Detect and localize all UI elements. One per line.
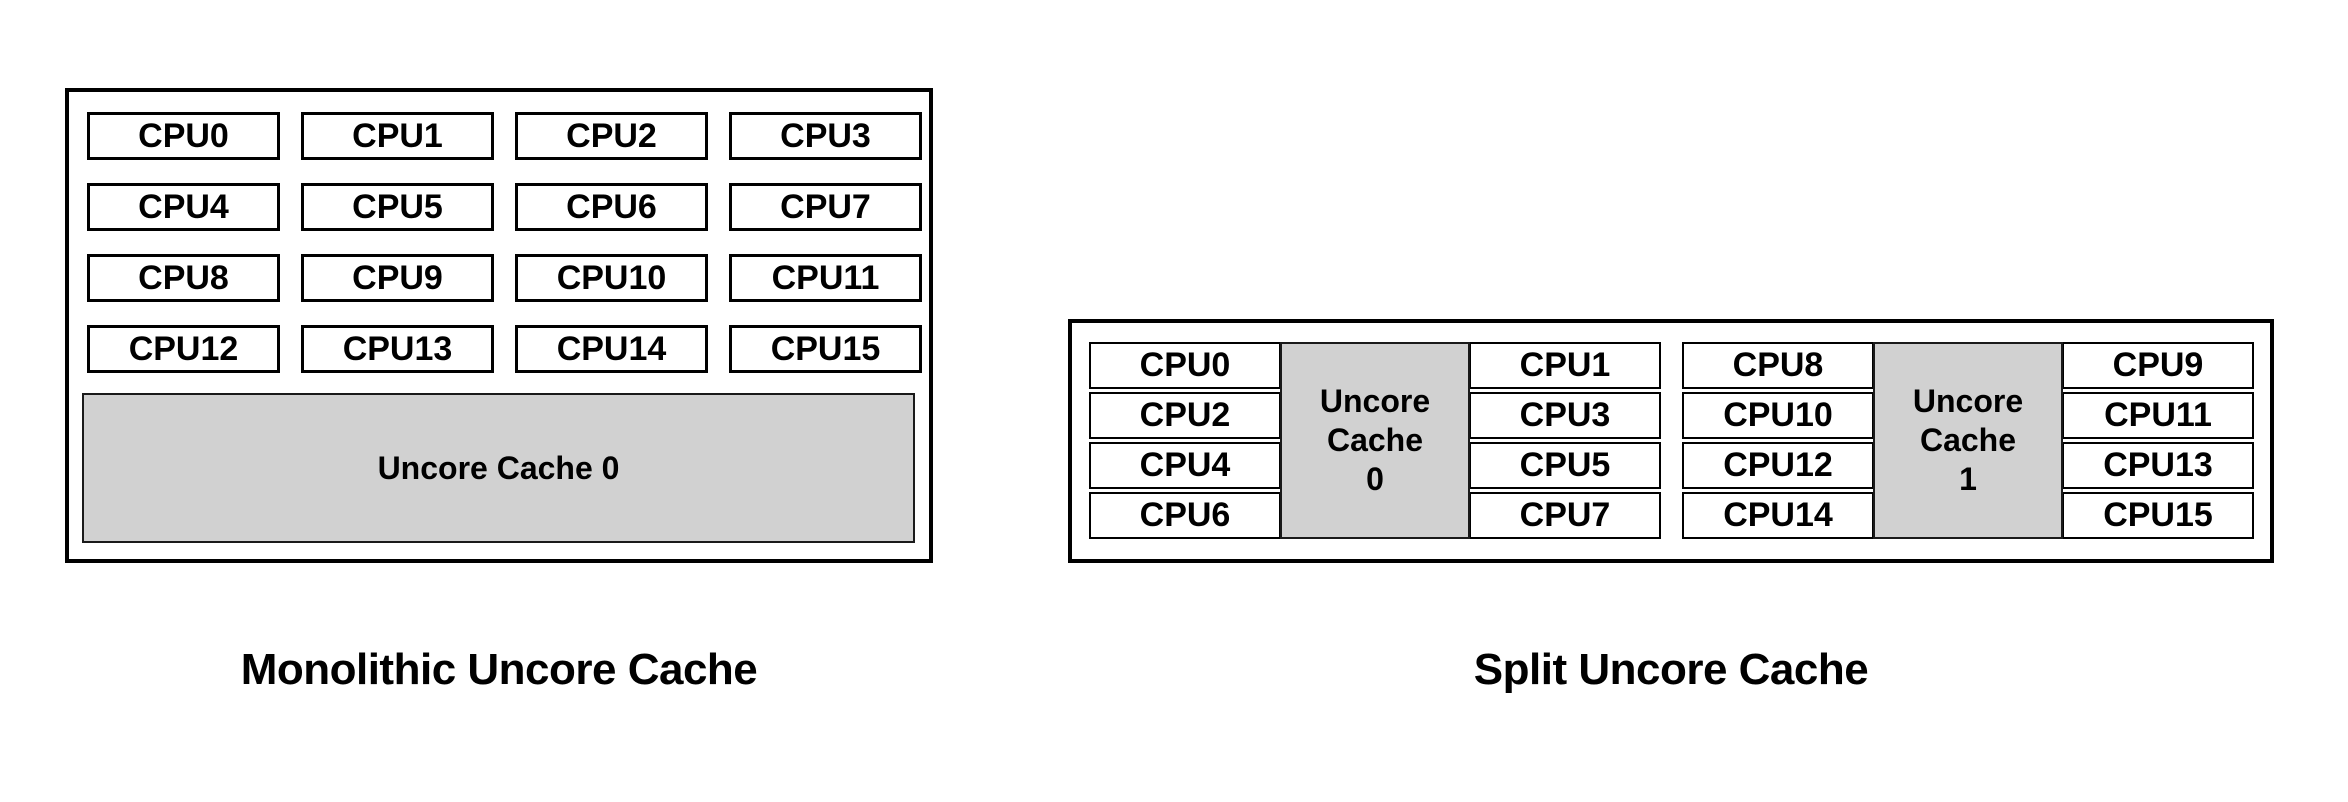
split-cpu-cell: CPU2 xyxy=(1089,392,1281,439)
split-cpu-cell: CPU3 xyxy=(1469,392,1661,439)
split-clusters: CPU0 CPU2 CPU4 CPU6 Uncore Cache 0 CPU1 … xyxy=(1089,342,2254,539)
mono-cpu-box: CPU0 xyxy=(87,112,280,160)
cluster1-right-cpu-column: CPU9 CPU11 CPU13 CPU15 xyxy=(2062,342,2254,539)
cache-label-line: Uncore xyxy=(1319,382,1431,419)
split-cpu-cell: CPU0 xyxy=(1089,342,1281,389)
split-cpu-cell: CPU9 xyxy=(2062,342,2254,389)
cache-label-line: 1 xyxy=(1959,461,1977,498)
cluster0-left-cpu-column: CPU0 CPU2 CPU4 CPU6 xyxy=(1089,342,1281,539)
split-cpu-cell: CPU7 xyxy=(1469,492,1661,539)
monolithic-uncore-diagram: CPU0 CPU1 CPU2 CPU3 CPU4 CPU5 CPU6 CPU7 … xyxy=(65,88,933,563)
cache-label-line: 0 xyxy=(1366,461,1384,498)
split-uncore-cache-0-box: Uncore Cache 0 xyxy=(1280,342,1470,539)
split-cpu-cell: CPU15 xyxy=(2062,492,2254,539)
split-cpu-cell: CPU8 xyxy=(1682,342,1874,389)
mono-cpu-box: CPU5 xyxy=(301,183,494,231)
cache-label-line: Cache xyxy=(1919,421,2017,458)
split-cpu-cell: CPU5 xyxy=(1469,442,1661,489)
split-caption: Split Uncore Cache xyxy=(1473,645,1869,694)
cache-label-line: Cache xyxy=(1326,421,1424,458)
split-uncore-cache-1-box: Uncore Cache 1 xyxy=(1873,342,2063,539)
mono-cpu-box: CPU4 xyxy=(87,183,280,231)
mono-cpu-box: CPU12 xyxy=(87,325,280,373)
uncore-cache-0-box: Uncore Cache 0 xyxy=(82,393,915,543)
split-uncore-diagram: CPU0 CPU2 CPU4 CPU6 Uncore Cache 0 CPU1 … xyxy=(1068,319,2274,563)
mono-cpu-box: CPU2 xyxy=(515,112,708,160)
mono-cpu-box: CPU1 xyxy=(301,112,494,160)
mono-cpu-box: CPU14 xyxy=(515,325,708,373)
monolithic-caption: Monolithic Uncore Cache xyxy=(240,645,758,694)
mono-cpu-box: CPU15 xyxy=(729,325,922,373)
split-cpu-cell: CPU11 xyxy=(2062,392,2254,439)
cluster0-right-cpu-column: CPU1 CPU3 CPU5 CPU7 xyxy=(1469,342,1661,539)
mono-cpu-box: CPU7 xyxy=(729,183,922,231)
mono-cpu-box: CPU13 xyxy=(301,325,494,373)
mono-cpu-box: CPU8 xyxy=(87,254,280,302)
mono-cpu-box: CPU6 xyxy=(515,183,708,231)
monolithic-cpu-grid: CPU0 CPU1 CPU2 CPU3 CPU4 CPU5 CPU6 CPU7 … xyxy=(87,112,922,373)
cluster1-left-cpu-column: CPU8 CPU10 CPU12 CPU14 xyxy=(1682,342,1874,539)
split-cpu-cell: CPU14 xyxy=(1682,492,1874,539)
split-cpu-cell: CPU6 xyxy=(1089,492,1281,539)
split-cpu-cell: CPU12 xyxy=(1682,442,1874,489)
split-cpu-cell: CPU10 xyxy=(1682,392,1874,439)
split-cpu-cell: CPU1 xyxy=(1469,342,1661,389)
mono-cpu-box: CPU9 xyxy=(301,254,494,302)
split-cpu-cell: CPU13 xyxy=(2062,442,2254,489)
mono-cpu-box: CPU11 xyxy=(729,254,922,302)
split-cpu-cell: CPU4 xyxy=(1089,442,1281,489)
mono-cpu-box: CPU3 xyxy=(729,112,922,160)
cache-label-line: Uncore xyxy=(1912,382,2024,419)
mono-cpu-box: CPU10 xyxy=(515,254,708,302)
cache-cluster-0: CPU0 CPU2 CPU4 CPU6 Uncore Cache 0 CPU1 … xyxy=(1089,342,1661,539)
cache-cluster-1: CPU8 CPU10 CPU12 CPU14 Uncore Cache 1 CP… xyxy=(1682,342,2254,539)
